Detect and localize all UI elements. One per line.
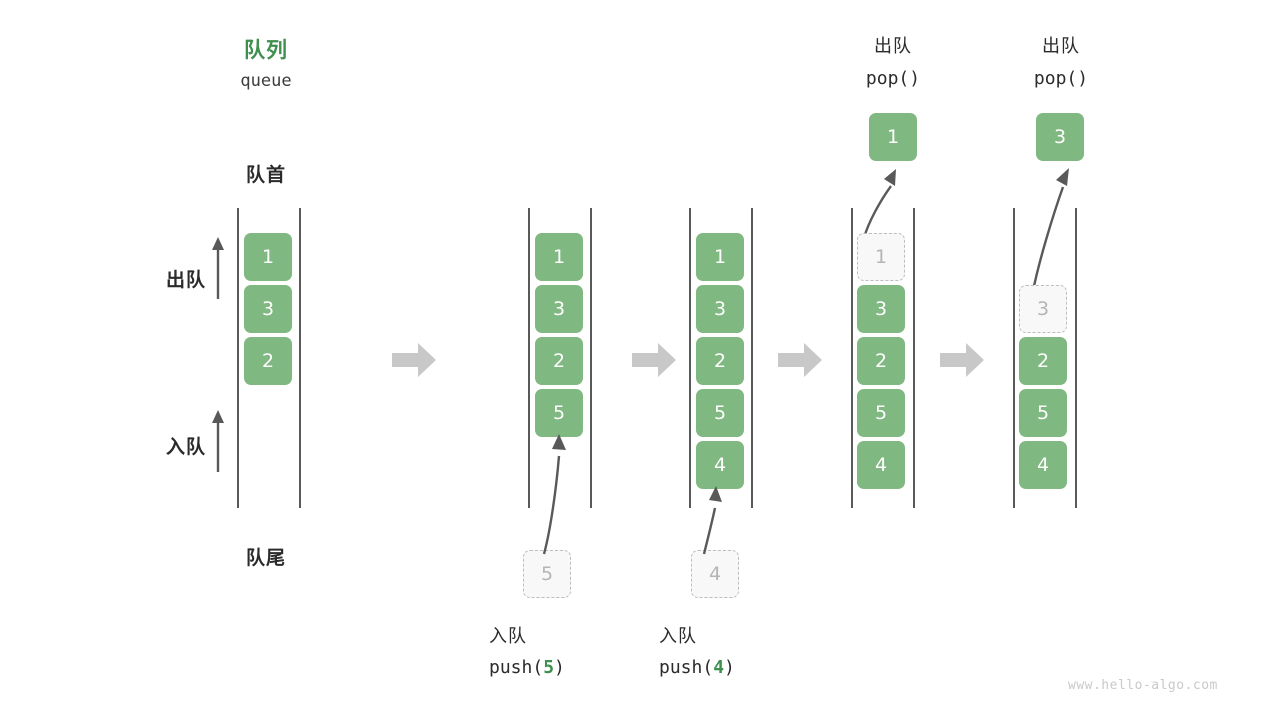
queue-cell: 2: [857, 337, 905, 385]
queue-rail-left: [851, 208, 853, 508]
queue-cell: 2: [696, 337, 744, 385]
enqueue-direction-arrow-icon: [210, 410, 226, 472]
pop-arrow-icon: [1025, 165, 1095, 293]
dequeue-direction-label: 出队: [165, 270, 206, 291]
head-label: 队首: [245, 165, 286, 186]
flow-arrow-icon: [392, 343, 436, 377]
queue-rail-right: [913, 208, 915, 508]
popped-cell: 1: [869, 113, 917, 161]
queue-rail-left: [689, 208, 691, 508]
removed-ghost-cell: 3: [1019, 285, 1067, 333]
queue-cell: 1: [535, 233, 583, 281]
push-5-value: 5: [543, 657, 555, 678]
diagram-title-en: queue: [240, 71, 292, 91]
queue-cell-new: 4: [696, 441, 744, 489]
push-4-suffix: ): [724, 657, 735, 678]
queue-cell: 5: [857, 389, 905, 437]
push-5-caption-cn: 入队: [489, 626, 527, 646]
flow-arrow-icon: [940, 343, 984, 377]
pop-3-header-code: pop(): [1033, 68, 1089, 89]
pop-1-header-cn: 出队: [874, 36, 912, 56]
queue-cell: 1: [244, 233, 292, 281]
pop-1-header-code: pop(): [865, 68, 921, 89]
queue-cell: 4: [1019, 441, 1067, 489]
queue-rail-right: [299, 208, 301, 508]
queue-cell: 2: [535, 337, 583, 385]
push-4-caption-cn: 入队: [659, 626, 697, 646]
queue-cell: 2: [244, 337, 292, 385]
queue-rail-right: [751, 208, 753, 508]
removed-ghost-cell: 1: [857, 233, 905, 281]
queue-rail-right: [1075, 208, 1077, 508]
flow-arrow-icon: [778, 343, 822, 377]
queue-cell: 5: [696, 389, 744, 437]
queue-cell-new: 5: [535, 389, 583, 437]
pop-3-header-cn: 出队: [1042, 36, 1080, 56]
watermark: www.hello-algo.com: [1068, 678, 1218, 693]
push-5-prefix: push(: [489, 657, 544, 678]
push-4-caption-code: push(4): [659, 657, 839, 678]
enqueue-direction-label: 入队: [165, 437, 206, 458]
push-4-prefix: push(: [659, 657, 714, 678]
queue-cell: 3: [696, 285, 744, 333]
incoming-ghost-cell: 5: [523, 550, 571, 598]
popped-cell: 3: [1036, 113, 1084, 161]
diagram-title-cn: 队列: [244, 39, 288, 62]
push-5-suffix: ): [554, 657, 565, 678]
push-5-caption-code: push(5): [489, 657, 669, 678]
queue-rail-left: [237, 208, 239, 508]
queue-cell: 5: [1019, 389, 1067, 437]
incoming-ghost-cell: 4: [691, 550, 739, 598]
pop-arrow-icon: [860, 165, 920, 240]
tail-label: 队尾: [245, 548, 286, 569]
flow-arrow-icon: [632, 343, 676, 377]
queue-cell: 3: [857, 285, 905, 333]
queue-cell: 1: [696, 233, 744, 281]
queue-rail-left: [1013, 208, 1015, 508]
queue-rail-right: [590, 208, 592, 508]
queue-rail-left: [528, 208, 530, 508]
push-arrow-icon: [520, 432, 590, 557]
push-4-value: 4: [713, 657, 725, 678]
queue-cell: 4: [857, 441, 905, 489]
queue-cell: 3: [244, 285, 292, 333]
queue-cell: 3: [535, 285, 583, 333]
push-arrow-icon: [690, 484, 750, 556]
dequeue-direction-arrow-icon: [210, 237, 226, 299]
queue-cell: 2: [1019, 337, 1067, 385]
